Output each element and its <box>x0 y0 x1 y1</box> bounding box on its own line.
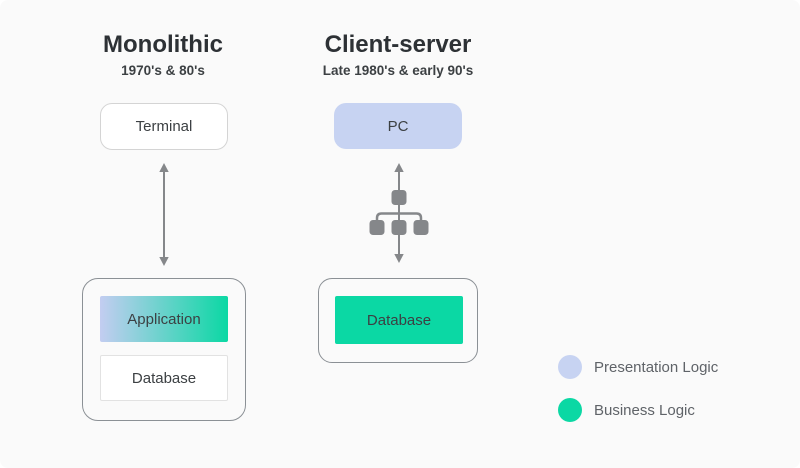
monolithic-subtitle: 1970's & 80's <box>121 63 205 78</box>
legend-item-presentation: Presentation Logic <box>558 355 718 379</box>
presentation-logic-label: Presentation Logic <box>594 358 719 376</box>
terminal-node: Terminal <box>100 103 228 150</box>
monolithic-database-label: Database <box>131 369 197 387</box>
application-label: Application <box>127 310 201 328</box>
network-tree-icon <box>369 163 429 263</box>
client-server-subtitle: Late 1980's & early 90's <box>322 63 474 78</box>
monolithic-title: Monolithic <box>103 31 223 58</box>
business-logic-swatch <box>558 398 582 422</box>
presentation-logic-swatch <box>558 355 582 379</box>
business-logic-label: Business Logic <box>594 401 695 419</box>
application-node: Application <box>100 296 228 342</box>
client-server-database-node: Database <box>335 296 463 344</box>
legend-item-business: Business Logic <box>558 398 695 422</box>
monolithic-database-node: Database <box>100 355 228 401</box>
terminal-label: Terminal <box>135 118 193 135</box>
client-server-container <box>318 278 478 363</box>
client-server-database-label: Database <box>366 311 432 329</box>
monolithic-container <box>82 278 246 421</box>
pc-label: PC <box>387 117 409 135</box>
double-headed-arrow-icon <box>159 163 169 266</box>
client-server-title: Client-server <box>324 31 472 58</box>
pc-node: PC <box>334 103 462 149</box>
